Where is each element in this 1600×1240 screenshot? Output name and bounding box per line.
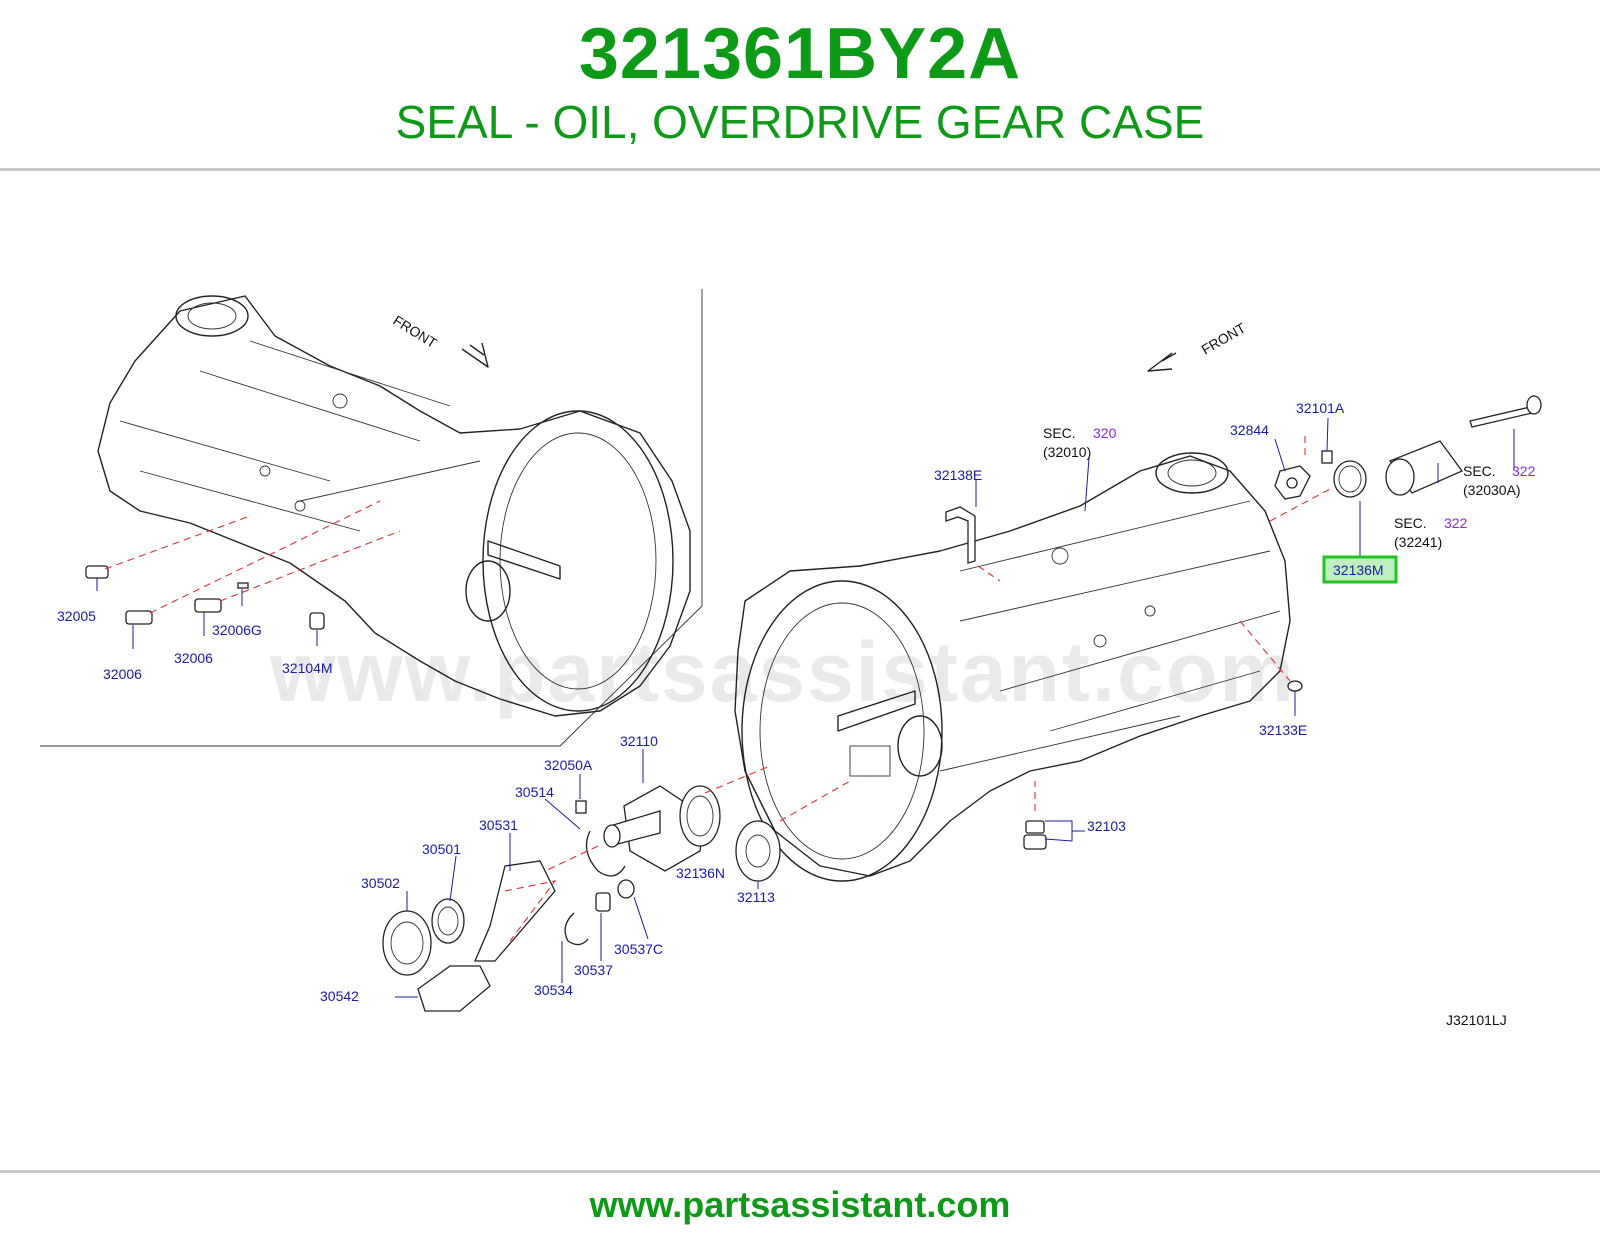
front-label-left: FRONT <box>390 312 440 351</box>
label-32844[interactable]: 32844 <box>1230 422 1269 438</box>
label-30537[interactable]: 30537 <box>574 962 613 978</box>
parts-diagram-svg: www.partsassistant.com FRONT 32005 32006… <box>40 289 1542 1028</box>
footer-divider <box>0 1170 1600 1173</box>
left-leaders <box>96 578 318 649</box>
label-32005[interactable]: 32005 <box>57 608 96 624</box>
left-transmission-illustration <box>97 295 691 717</box>
label-32006G[interactable]: 32006G <box>212 622 262 638</box>
footer-url-link[interactable]: www.partsassistant.com <box>589 1184 1011 1225</box>
right-upper-parts <box>945 395 1542 692</box>
clutch-parts-illustration <box>382 785 1047 1012</box>
sec-322-b-prefix: SEC. <box>1394 515 1427 531</box>
sec-322-a-number[interactable]: 322 <box>1512 463 1536 479</box>
front-label-right: FRONT <box>1199 319 1249 357</box>
left-sensor-parts <box>85 565 325 630</box>
label-32113[interactable]: 32113 <box>737 889 775 905</box>
label-32050A[interactable]: 32050A <box>544 757 593 773</box>
label-32101A[interactable]: 32101A <box>1296 400 1345 416</box>
label-32006-a[interactable]: 32006 <box>103 666 142 682</box>
label-32133E[interactable]: 32133E <box>1259 722 1307 738</box>
front-arrow-left-icon <box>461 342 489 368</box>
label-30542[interactable]: 30542 <box>320 988 359 1004</box>
label-32136M[interactable]: 32136M <box>1333 562 1384 578</box>
part-description: SEAL - OIL, OVERDRIVE GEAR CASE <box>395 96 1205 148</box>
right-upper-leaders <box>975 417 1515 716</box>
clutch-dashed-guides <box>504 765 1036 942</box>
label-30534[interactable]: 30534 <box>534 982 573 998</box>
sec-320-number[interactable]: 320 <box>1093 425 1117 441</box>
label-30514[interactable]: 30514 <box>515 784 554 800</box>
label-32006-b[interactable]: 32006 <box>174 650 213 666</box>
label-32138E[interactable]: 32138E <box>934 467 982 483</box>
sec-322-b-ref: (32241) <box>1394 534 1442 550</box>
label-30502[interactable]: 30502 <box>361 875 400 891</box>
label-30531[interactable]: 30531 <box>479 817 518 833</box>
highlight-box-32136M[interactable] <box>1322 555 1398 584</box>
diagram-code: J32101LJ <box>1446 1012 1507 1028</box>
sec-322-a-prefix: SEC. <box>1463 463 1496 479</box>
label-30537C[interactable]: 30537C <box>614 941 663 957</box>
front-arrow-right-icon <box>1147 352 1177 372</box>
sec-320-ref: (32010) <box>1043 444 1091 460</box>
label-32110[interactable]: 32110 <box>620 733 658 749</box>
right-transmission-illustration <box>734 452 1291 882</box>
sec-322-a-ref: (32030A) <box>1463 482 1521 498</box>
label-32103[interactable]: 32103 <box>1087 818 1126 834</box>
clutch-leaders <box>395 749 1085 998</box>
parts-diagram: www.partsassistant.com FRONT 32005 32006… <box>0 171 1600 1169</box>
left-dashed-guides <box>104 500 401 614</box>
label-32136N[interactable]: 32136N <box>676 865 725 881</box>
sec-322-b-number[interactable]: 322 <box>1444 515 1468 531</box>
sec-320-prefix: SEC. <box>1043 425 1076 441</box>
label-30501[interactable]: 30501 <box>422 841 461 857</box>
part-number-title: 321361BY2A <box>578 14 1022 94</box>
header-divider <box>0 168 1600 171</box>
label-32104M[interactable]: 32104M <box>282 660 333 676</box>
header: 321361BY2A SEAL - OIL, OVERDRIVE GEAR CA… <box>0 0 1600 170</box>
inset-frame <box>40 289 703 747</box>
